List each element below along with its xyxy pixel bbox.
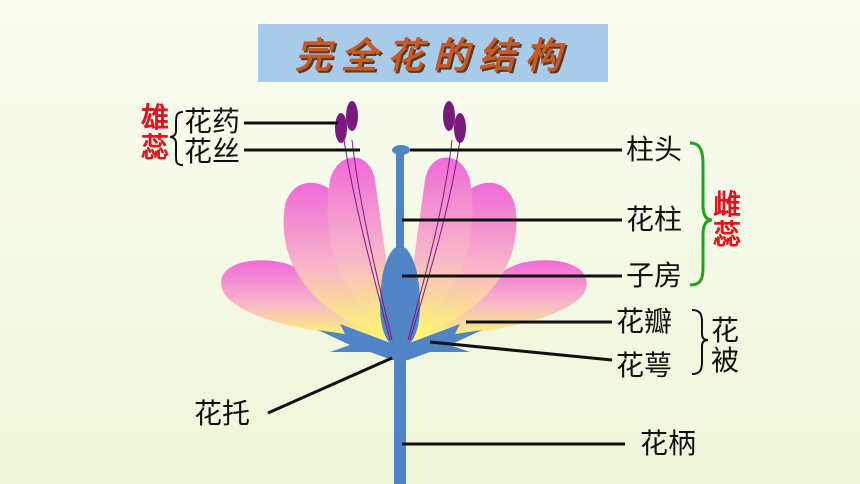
pistil-brace bbox=[689, 141, 713, 287]
label-pistil-group: 雌蕊 bbox=[712, 188, 741, 252]
label-receptacle: 花托 bbox=[194, 397, 251, 430]
label-filament: 花丝 bbox=[184, 135, 241, 168]
label-pedicel: 花柄 bbox=[640, 427, 697, 460]
sepals bbox=[318, 324, 482, 360]
label-style: 花柱 bbox=[626, 203, 683, 236]
anthers bbox=[335, 101, 466, 143]
petals bbox=[221, 157, 587, 340]
leader-sepal bbox=[429, 340, 613, 362]
filaments bbox=[343, 139, 461, 341]
label-stamen-group: 雄蕊 bbox=[140, 101, 169, 165]
perianth-brace bbox=[691, 309, 709, 375]
title-box: 完全花的结构 bbox=[258, 24, 608, 82]
pedicel-stem bbox=[394, 340, 406, 484]
page-title: 完全花的结构 bbox=[294, 36, 571, 77]
stamen-brace bbox=[169, 111, 184, 166]
label-petal: 花瓣 bbox=[616, 305, 673, 338]
ovary bbox=[380, 245, 420, 350]
label-ovary: 子房 bbox=[626, 259, 683, 292]
label-perianth-group: 花被 bbox=[710, 314, 739, 378]
style bbox=[396, 150, 404, 260]
label-stigma: 柱头 bbox=[626, 133, 683, 166]
label-anther: 花药 bbox=[184, 105, 241, 138]
stigma bbox=[392, 145, 410, 155]
label-sepal: 花萼 bbox=[616, 349, 673, 382]
leader-lines bbox=[244, 121, 625, 446]
leader-receptacle bbox=[267, 356, 393, 415]
